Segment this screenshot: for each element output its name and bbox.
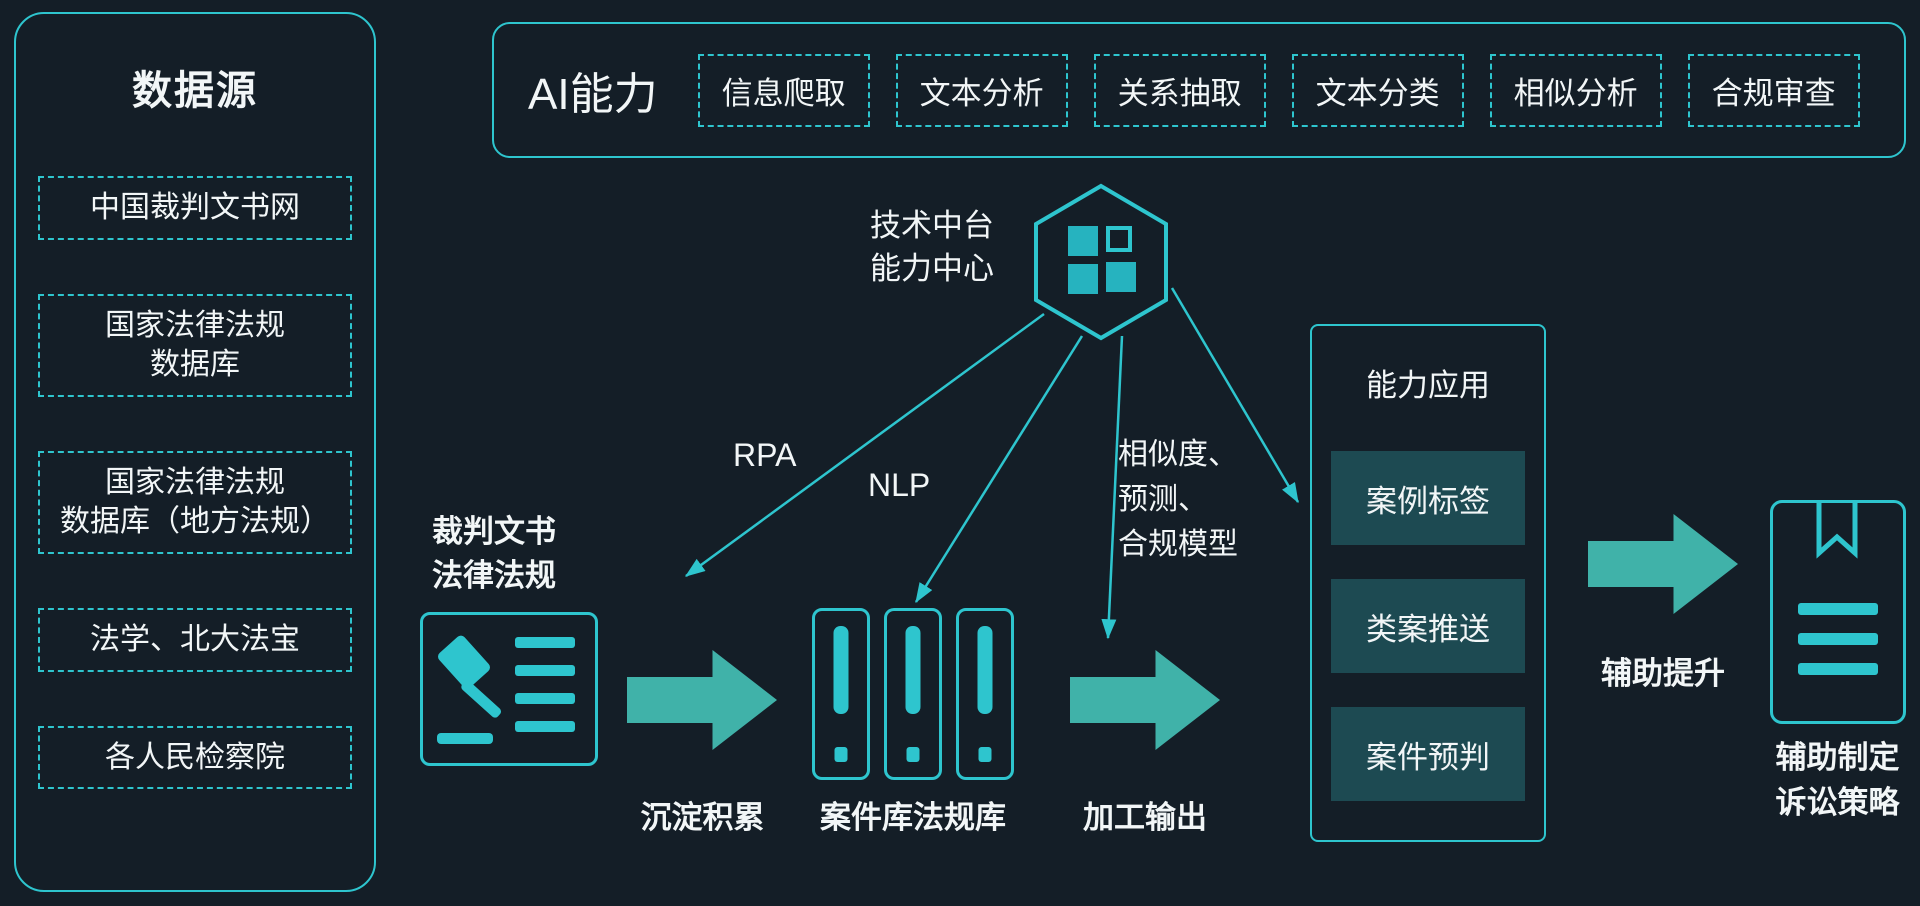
ai-capability-chip: 合规审查	[1687, 53, 1860, 127]
nlp-arrow	[914, 335, 1084, 604]
data-source-item: 国家法律法规 数据库（地方法规）	[38, 450, 352, 554]
library-books-icon	[812, 608, 1014, 780]
book-spine-icon	[884, 608, 942, 780]
application-item: 类案推送	[1331, 579, 1525, 673]
final-caption: 辅助制定 诉讼策略	[1775, 740, 1900, 820]
ai-capabilities-bar: AI能力 信息爬取 文本分析 关系抽取 文本分类 相似分析 合规审查	[492, 22, 1906, 158]
step1-caption: 沉淀积累	[640, 800, 765, 835]
hexagon-grid-icon	[1028, 182, 1174, 342]
source-label: 裁判文书 法律法规	[432, 514, 556, 594]
application-item: 案例标签	[1331, 451, 1525, 545]
step3-caption: 加工输出	[1083, 800, 1207, 835]
gavel-document-icon	[420, 612, 598, 766]
data-source-item: 国家法律法规 数据库	[38, 293, 352, 397]
rpa-label: RPA	[733, 437, 797, 473]
applications-title: 能力应用	[1366, 368, 1490, 403]
data-sources-title: 数据源	[132, 69, 258, 113]
data-source-item: 各人民检察院	[38, 725, 352, 790]
ai-capabilities-title: AI能力	[528, 70, 658, 119]
step2-caption: 案件库法规库	[820, 800, 1006, 835]
data-source-item: 法学、北大法宝	[38, 607, 352, 672]
ai-capability-chip: 相似分析	[1489, 53, 1662, 127]
applications-panel: 能力应用 案例标签 类案推送 案件预判	[1310, 324, 1546, 842]
assist-caption: 辅助提升	[1601, 656, 1725, 691]
model-label: 相似度、 预测、 合规模型	[1118, 438, 1238, 561]
bookmark-document-icon	[1770, 500, 1906, 724]
ai-capability-chip: 文本分析	[895, 53, 1068, 127]
ai-capability-chip: 信息爬取	[697, 53, 870, 127]
flow-arrow-icon	[627, 650, 777, 750]
application-item: 案件预判	[1331, 707, 1525, 801]
ai-capability-chip: 文本分类	[1291, 53, 1464, 127]
platform-label: 技术中台 能力中心	[870, 208, 994, 287]
data-sources-panel: 数据源 中国裁判文书网 国家法律法规 数据库 国家法律法规 数据库（地方法规） …	[14, 12, 376, 892]
data-source-item: 中国裁判文书网	[38, 176, 352, 240]
book-spine-icon	[812, 608, 870, 780]
flow-arrow-icon	[1070, 650, 1220, 750]
ai-capability-chip: 关系抽取	[1093, 53, 1266, 127]
nlp-label: NLP	[868, 467, 931, 503]
flow-arrow-icon	[1588, 514, 1738, 614]
book-spine-icon	[956, 608, 1014, 780]
